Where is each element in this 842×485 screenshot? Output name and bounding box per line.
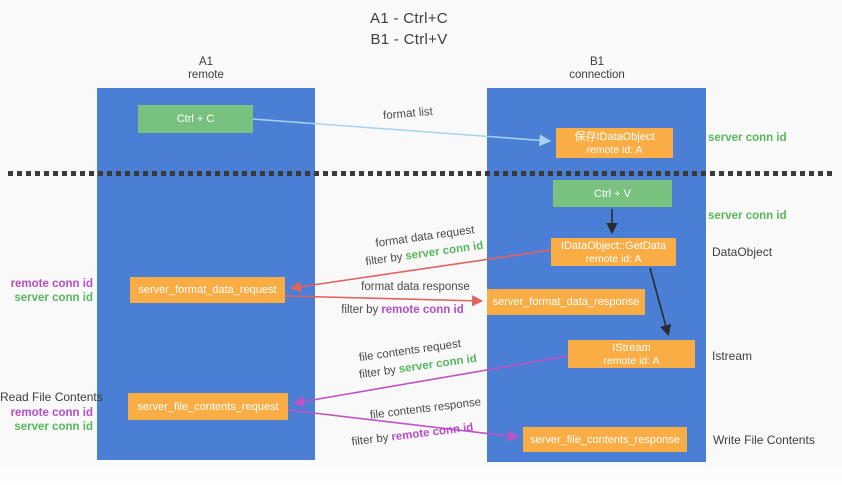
- annotation-read-file-contents: Read File Contents: [0, 390, 103, 404]
- node-istream-line1: IStream: [612, 341, 651, 354]
- title-line-1: A1 - Ctrl+C: [370, 10, 448, 27]
- arrow-getdata-to-istream: [649, 267, 672, 337]
- annotation-server-conn-id-top: server conn id: [708, 132, 787, 144]
- filter-key-remote-conn-id: remote conn id: [381, 304, 464, 316]
- arrow-istream-to-file-request: [292, 355, 569, 407]
- node-save-idataobject-line1: 保存IDataObject: [574, 130, 655, 143]
- arrow-getdata-to-format-request: [289, 249, 552, 293]
- annotation-file-remote-conn-id: remote conn id: [10, 407, 93, 419]
- node-save-idataobject: 保存IDataObject remote id: A: [556, 128, 673, 158]
- lane-a1-subtitle: remote: [188, 69, 224, 81]
- arrow-format-request-to-response: [284, 295, 484, 307]
- node-server-format-data-response: server_format_data_response: [487, 289, 645, 315]
- lane-b1-subtitle: connection: [569, 69, 625, 81]
- node-ctrl-v: Ctrl + V: [553, 180, 672, 207]
- lane-a1-title: A1: [198, 56, 214, 68]
- title-line-2: B1 - Ctrl+V: [370, 31, 448, 48]
- annotation-file-server-conn-id: server conn id: [14, 421, 93, 433]
- node-server-format-data-request: server_format_data_request: [130, 277, 285, 303]
- session-separator-dotted-line: [8, 171, 836, 176]
- lane-b1-title: B1: [589, 56, 605, 68]
- diagram-title: A1 - Ctrl+C B1 - Ctrl+V: [309, 8, 509, 50]
- node-server-file-contents-response: server_file_contents_response: [523, 427, 687, 452]
- filter-prefix: filter by: [341, 304, 379, 316]
- annotation-format-remote-conn-id: remote conn id: [10, 278, 93, 290]
- node-getdata-line2: remote id: A: [585, 252, 642, 265]
- annotation-istream: Istream: [712, 349, 753, 363]
- node-server-file-contents-request: server_file_contents_request: [128, 393, 288, 420]
- annotation-format-server-conn-id: server conn id: [14, 292, 93, 304]
- node-istream-line2: remote id: A: [603, 354, 660, 367]
- node-save-idataobject-line2: remote id: A: [586, 143, 643, 156]
- arrow-file-request-to-response: [287, 409, 520, 442]
- node-ctrl-c: Ctrl + C: [138, 105, 253, 133]
- arrow-format-list: [252, 118, 552, 147]
- annotation-server-conn-id-mid: server conn id: [708, 210, 787, 222]
- lane-header-b1: B1 connection: [537, 56, 657, 82]
- annotation-write-file-contents: Write File Contents: [713, 433, 815, 447]
- node-istream: IStream remote id: A: [568, 340, 695, 368]
- annotation-dataobject: DataObject: [712, 245, 773, 259]
- node-idataobject-getdata: IDataObject::GetData remote id: A: [551, 238, 676, 266]
- edge-label-format-data-response: format data response: [361, 281, 470, 293]
- lane-header-a1: A1 remote: [146, 56, 266, 82]
- node-getdata-line1: IDataObject::GetData: [560, 239, 667, 252]
